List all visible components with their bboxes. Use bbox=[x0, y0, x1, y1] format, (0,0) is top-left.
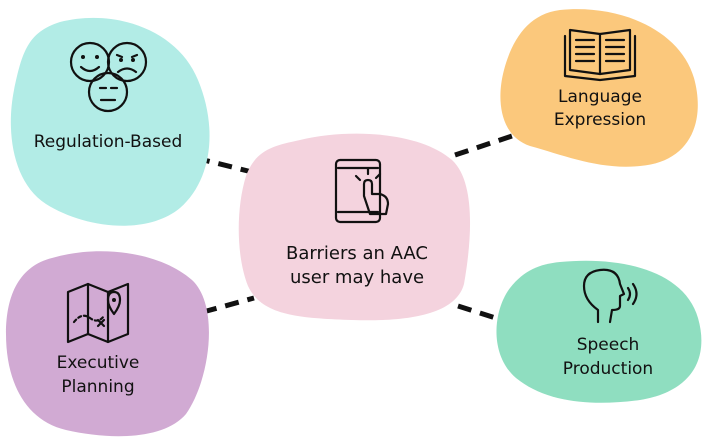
tablet-touch-icon bbox=[334, 158, 390, 224]
language-blob bbox=[500, 9, 698, 167]
node-language: Language Expression bbox=[500, 9, 698, 167]
language-label-line2: Expression bbox=[554, 110, 646, 130]
speech-label-line1: Speech bbox=[577, 335, 640, 355]
speaking-head-icon bbox=[582, 268, 638, 324]
regulation-blob bbox=[10, 17, 210, 226]
node-speech: Speech Production bbox=[496, 260, 702, 403]
connector-language bbox=[454, 133, 513, 158]
executive-label-line2: Planning bbox=[61, 377, 134, 397]
regulation-label: Regulation-Based bbox=[34, 132, 183, 152]
center-label-line2: user may have bbox=[290, 267, 424, 288]
node-regulation: Regulation-Based bbox=[10, 17, 210, 226]
center-label-line1: Barriers an AAC bbox=[286, 243, 428, 264]
faces-emotions-icon bbox=[69, 41, 148, 113]
speech-blob bbox=[496, 260, 702, 403]
treasure-map-icon bbox=[66, 282, 130, 344]
connector-speech bbox=[457, 303, 509, 325]
node-center: Barriers an AAC user may have bbox=[238, 133, 471, 321]
node-executive: Executive Planning bbox=[6, 251, 209, 437]
connector-executive bbox=[202, 295, 255, 315]
language-label-line1: Language bbox=[558, 87, 642, 107]
open-book-icon bbox=[563, 28, 637, 82]
executive-label-line1: Executive bbox=[57, 353, 140, 373]
executive-blob bbox=[6, 251, 209, 437]
speech-label-line2: Production bbox=[563, 359, 653, 379]
center-blob bbox=[238, 133, 471, 321]
